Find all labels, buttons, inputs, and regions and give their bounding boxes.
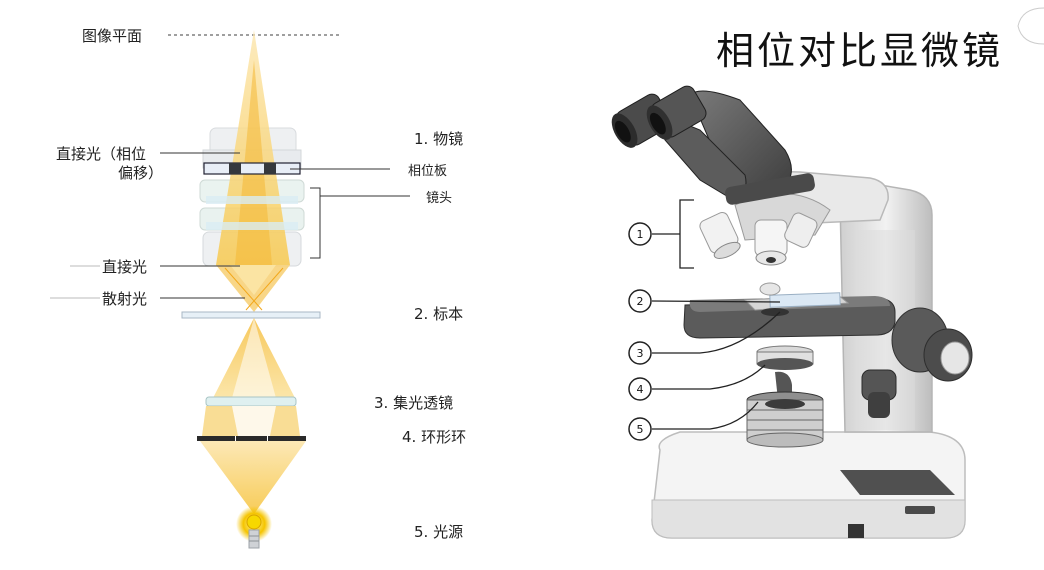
eyepieces (611, 85, 815, 205)
direct-light-label: 直接光 (102, 258, 148, 276)
condenser-lens (205, 396, 297, 407)
focus-knob (861, 307, 973, 418)
annular-ring (197, 436, 306, 441)
callout-1-label: 1 (637, 228, 644, 241)
callout-2 (628, 289, 652, 313)
illuminator (746, 391, 824, 448)
callout-3 (628, 341, 652, 365)
callout-3-label: 3 (637, 347, 644, 360)
condenser-right (756, 345, 814, 400)
callout-2-label: 2 (637, 295, 644, 308)
direct-light-phase-label-2: 偏移） (118, 164, 164, 182)
specimen-label: 2. 标本 (414, 305, 464, 323)
callout-5-label: 5 (637, 423, 644, 436)
optical-path-diagram (50, 30, 410, 549)
callout-markers (628, 222, 652, 441)
annular-ring-label: 4. 环形环 (402, 428, 467, 446)
condenser-label: 3. 集光透镜 (374, 394, 454, 412)
callout-4-label: 4 (637, 383, 644, 396)
callout-5 (628, 417, 652, 441)
microscope-stage (683, 282, 896, 339)
image-plane-label: 图像平面 (82, 27, 143, 45)
microscope-illustration (611, 85, 973, 539)
lens-label: 镜头 (426, 191, 453, 206)
scattered-light-label: 散射光 (102, 290, 148, 308)
light-source-bulb (236, 506, 272, 549)
objective-label: 1. 物镜 (414, 130, 464, 148)
phase-plate-label: 相位板 (408, 164, 448, 179)
source-light-cone (200, 441, 306, 514)
specimen-slide-right (769, 292, 841, 308)
direct-light-phase-label: 直接光（相位 (56, 145, 147, 163)
objective-turret (699, 193, 831, 266)
callout-1 (628, 222, 652, 246)
phase-plate (203, 162, 301, 175)
light-source-label: 5. 光源 (414, 523, 464, 541)
specimen-slide (181, 311, 321, 319)
page-title: 相位对比显微镜 (716, 29, 1004, 73)
callout-4 (628, 377, 652, 401)
